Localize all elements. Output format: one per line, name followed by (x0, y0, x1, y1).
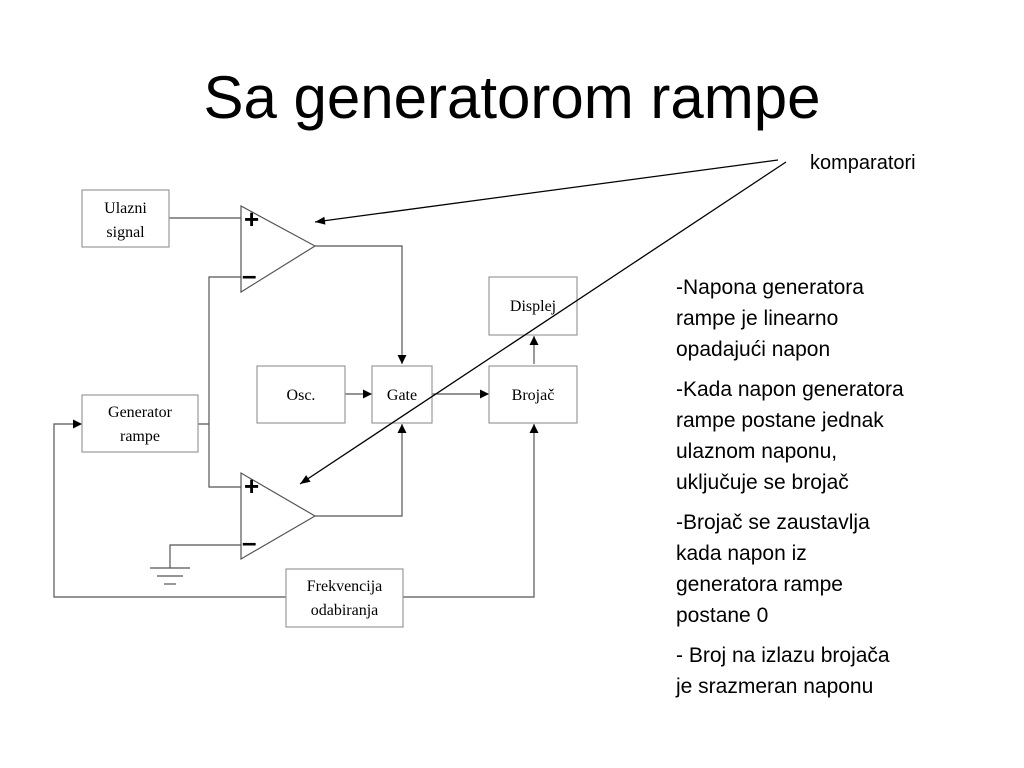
block-display: Displej (488, 276, 578, 336)
block-input-signal-line1: Ulazni (104, 200, 147, 217)
block-ramp-generator-line1: Generator (108, 404, 173, 421)
comparator-1-minus: – (242, 260, 256, 290)
comparator-2: + – (240, 471, 317, 561)
callout-arrow-comparator-1 (314, 159, 779, 225)
wire-freq-to-counter (403, 424, 539, 598)
callout-label-comparators: komparatori (810, 152, 916, 174)
block-oscillator: Osc. (256, 365, 346, 424)
slide-title: Sa generatorom rampe (203, 64, 821, 131)
explanation-item: -Brojač se zaustavlja kada napon iz gene… (676, 511, 870, 627)
wire-comp2-to-gate (315, 424, 407, 517)
ground-icon (150, 567, 190, 585)
block-ramp-generator: Generator rampe (81, 394, 199, 453)
block-counter: Brojač (488, 365, 578, 424)
explanation-item: - Broj na izlazu brojača je srazmeran na… (676, 644, 890, 698)
block-ramp-generator-line2: rampe (120, 428, 160, 445)
wire-comp1-to-gate (315, 245, 407, 364)
block-sampling-frequency: Frekvencija odabiranja (285, 568, 404, 628)
block-counter-label: Brojač (512, 387, 555, 404)
block-display-label: Displej (510, 298, 556, 315)
comparator-1: + – (240, 204, 317, 294)
explanation-item: -Kada napon generatora rampe postane jed… (676, 378, 904, 494)
block-oscillator-label: Osc. (287, 387, 316, 404)
wire-minus-to-ground (169, 544, 241, 568)
wire-ramp-to-comparators (198, 276, 241, 488)
block-sampling-frequency-line2: odabiranja (311, 602, 379, 619)
comparator-1-plus: + (244, 204, 259, 234)
wire-freq-to-ramp (53, 419, 286, 598)
block-input-signal: Ulazni signal (81, 189, 170, 248)
comparator-2-minus: – (242, 527, 256, 557)
callout-arrow-comparator-2 (299, 161, 787, 485)
explanation-list: -Napona generatora rampe je linearno opa… (676, 272, 1016, 711)
callout-arrows (299, 159, 787, 485)
block-gate-label: Gate (387, 387, 417, 404)
wires (53, 217, 539, 598)
comparator-2-plus: + (244, 471, 259, 501)
explanation-item: -Napona generatora rampe je linearno opa… (676, 276, 864, 361)
block-gate: Gate (371, 365, 433, 424)
block-input-signal-line2: signal (106, 224, 145, 241)
block-sampling-frequency-line1: Frekvencija (307, 578, 383, 595)
